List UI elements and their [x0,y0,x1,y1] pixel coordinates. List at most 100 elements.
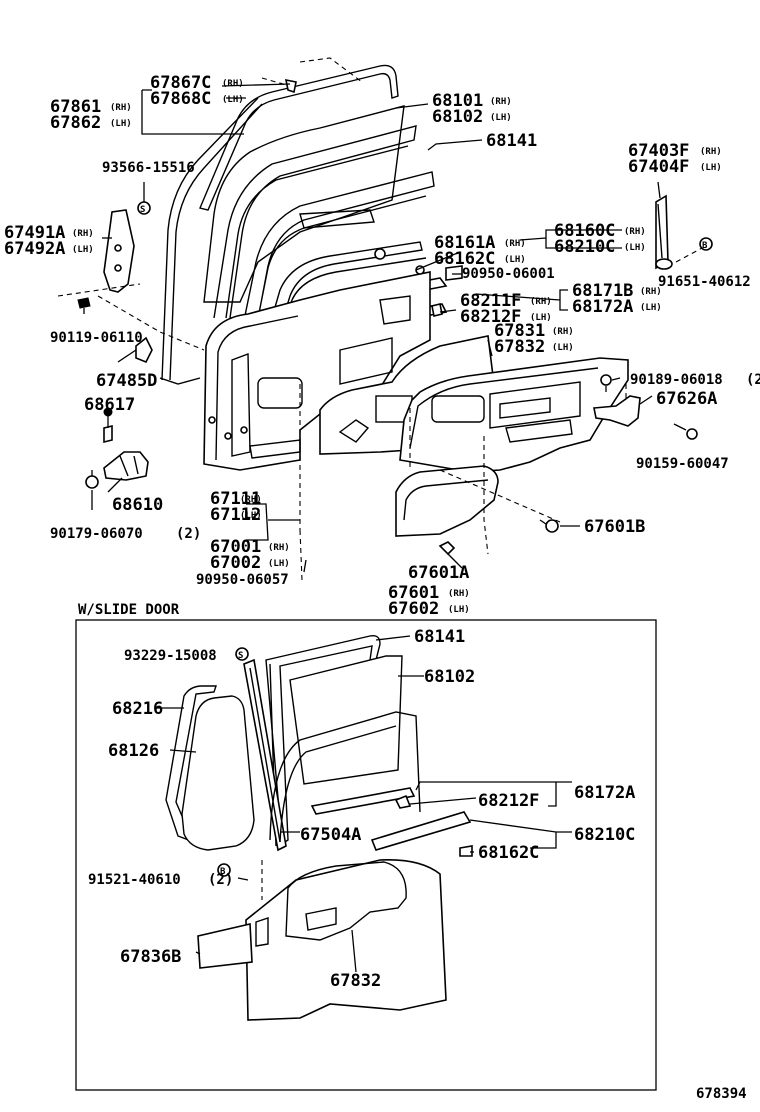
label-lower-67832: 67832 [330,971,381,991]
label-68617: 68617 [84,395,135,415]
label-67485D: 67485D [96,371,157,391]
b-mark-2: B [220,867,226,877]
label-67832-lh: 67832 [494,337,545,357]
label-91521-40610: 91521-40610 [88,872,181,888]
label-67868C: 67868C [150,89,211,109]
label-91651-40612: 91651-40612 [658,274,751,290]
svg-text:(RH): (RH) [530,297,552,307]
label-lower-68212F: 68212F [478,791,539,811]
door-outer-weatherstrip [161,97,263,381]
svg-text:(RH): (RH) [624,227,646,237]
svg-text:(LH): (LH) [268,559,290,569]
label-lower-68172A: 68172A [574,783,635,803]
svg-text:(LH): (LH) [504,255,526,265]
label-67001: 67001 [210,537,261,557]
label-90159-60047: 90159-60047 [636,456,729,472]
label-67831: 67831 [494,321,545,341]
label-90119-06110: 90119-06110 [50,330,143,346]
label-90189-06018: 90189-06018 [630,372,723,388]
label-68126: 68126 [108,741,159,761]
label-68101: 68101 [432,91,483,111]
label-lower-68162C: 68162C [478,843,539,863]
label-68171B: 68171B [572,281,633,301]
lower-leader-lines [156,635,572,973]
label-67504A: 67504A [300,825,361,845]
label-67862: 67862 [50,113,101,133]
label-68162C-lh: 68162C [434,249,495,269]
svg-text:(RH): (RH) [268,543,290,553]
svg-text:(LH): (LH) [448,605,470,615]
figure-number: 678394 [696,1086,747,1102]
svg-text:(RH): (RH) [700,147,722,157]
label-67601A: 67601A [408,563,469,583]
svg-text:(2): (2) [176,526,201,542]
svg-text:(LH): (LH) [624,243,646,253]
upper-leader-lines [91,83,661,573]
svg-text:(2): (2) [746,372,760,388]
slide-door-section-frame [75,619,657,1091]
lower-run-rail [261,241,423,355]
door-latch-striker [593,395,641,427]
upper-labels: 67867C (RH) 67868C (LH) 67861 (RH) 67862… [4,73,760,619]
label-lower-68102: 68102 [424,667,475,687]
rail-bolt [374,248,386,260]
label-90950-06057: 90950-06057 [196,572,289,588]
slide-lower-rail [310,787,416,815]
label-68161A: 68161A [434,233,495,253]
label-67404F: 67404F [628,157,689,177]
label-67403F: 67403F [628,141,689,161]
label-90179-06070: 90179-06070 [50,526,143,542]
label-68211F: 68211F [460,291,521,311]
label-67601B: 67601B [584,517,645,537]
door-glass [203,105,405,303]
svg-text:(LH): (LH) [72,245,94,255]
quarter-glass [181,695,255,851]
slide-door-glass [289,655,403,785]
door-check-pin [103,424,113,444]
svg-text:(RH): (RH) [240,495,262,505]
label-67836B: 67836B [120,947,181,967]
label-lower-68141: 68141 [414,627,465,647]
svg-text:(RH): (RH) [448,589,470,599]
label-68610: 68610 [112,495,163,515]
svg-text:(LH): (LH) [222,95,244,105]
svg-text:(2): (2) [208,872,233,888]
label-67861: 67861 [50,97,101,117]
door-armrest [395,465,499,537]
label-67601: 67601 [388,583,439,603]
svg-text:(LH): (LH) [552,343,574,353]
s-mark-1: S [140,205,145,215]
upper-exploded-drawing [57,57,703,581]
svg-text:(LH): (LH) [490,113,512,123]
weatherstrip-clip [284,78,297,94]
lower-exploded-drawing: S B [165,634,473,1021]
svg-text:(RH): (RH) [72,229,94,239]
lower-labels: 68141 93229-15008 68102 68216 68126 6821… [88,627,635,991]
svg-text:(LH): (LH) [110,119,132,129]
slide-door-section-title: W/SLIDE DOOR [78,602,180,618]
svg-text:(LH): (LH) [640,303,662,313]
label-67112: 67112 [210,505,261,525]
door-hinge [103,451,149,481]
svg-text:(RH): (RH) [222,79,244,89]
label-68102-lh: 68102 [432,107,483,127]
label-67867C: 67867C [150,73,211,93]
b-mark-1: B [702,241,708,251]
label-68210C-lh: 68210C [554,237,615,257]
label-90950-06001: 90950-06001 [462,266,555,282]
slide-glass-run-channel [265,634,381,846]
label-68216: 68216 [112,699,163,719]
label-93566-15516: 93566-15516 [102,160,195,176]
slide-door-trim-panel [245,858,447,1021]
label-67491A: 67491A [4,223,65,243]
label-67002: 67002 [210,553,261,573]
s-mark-2: S [238,651,243,661]
svg-text:(RH): (RH) [552,327,574,337]
door-inner-panel [203,271,431,471]
glass-run-channel [213,125,417,319]
svg-text:(LH): (LH) [530,313,552,323]
label-lower-68210C: 68210C [574,825,635,845]
label-68172A-lh: 68172A [572,297,633,317]
label-68141: 68141 [486,131,537,151]
